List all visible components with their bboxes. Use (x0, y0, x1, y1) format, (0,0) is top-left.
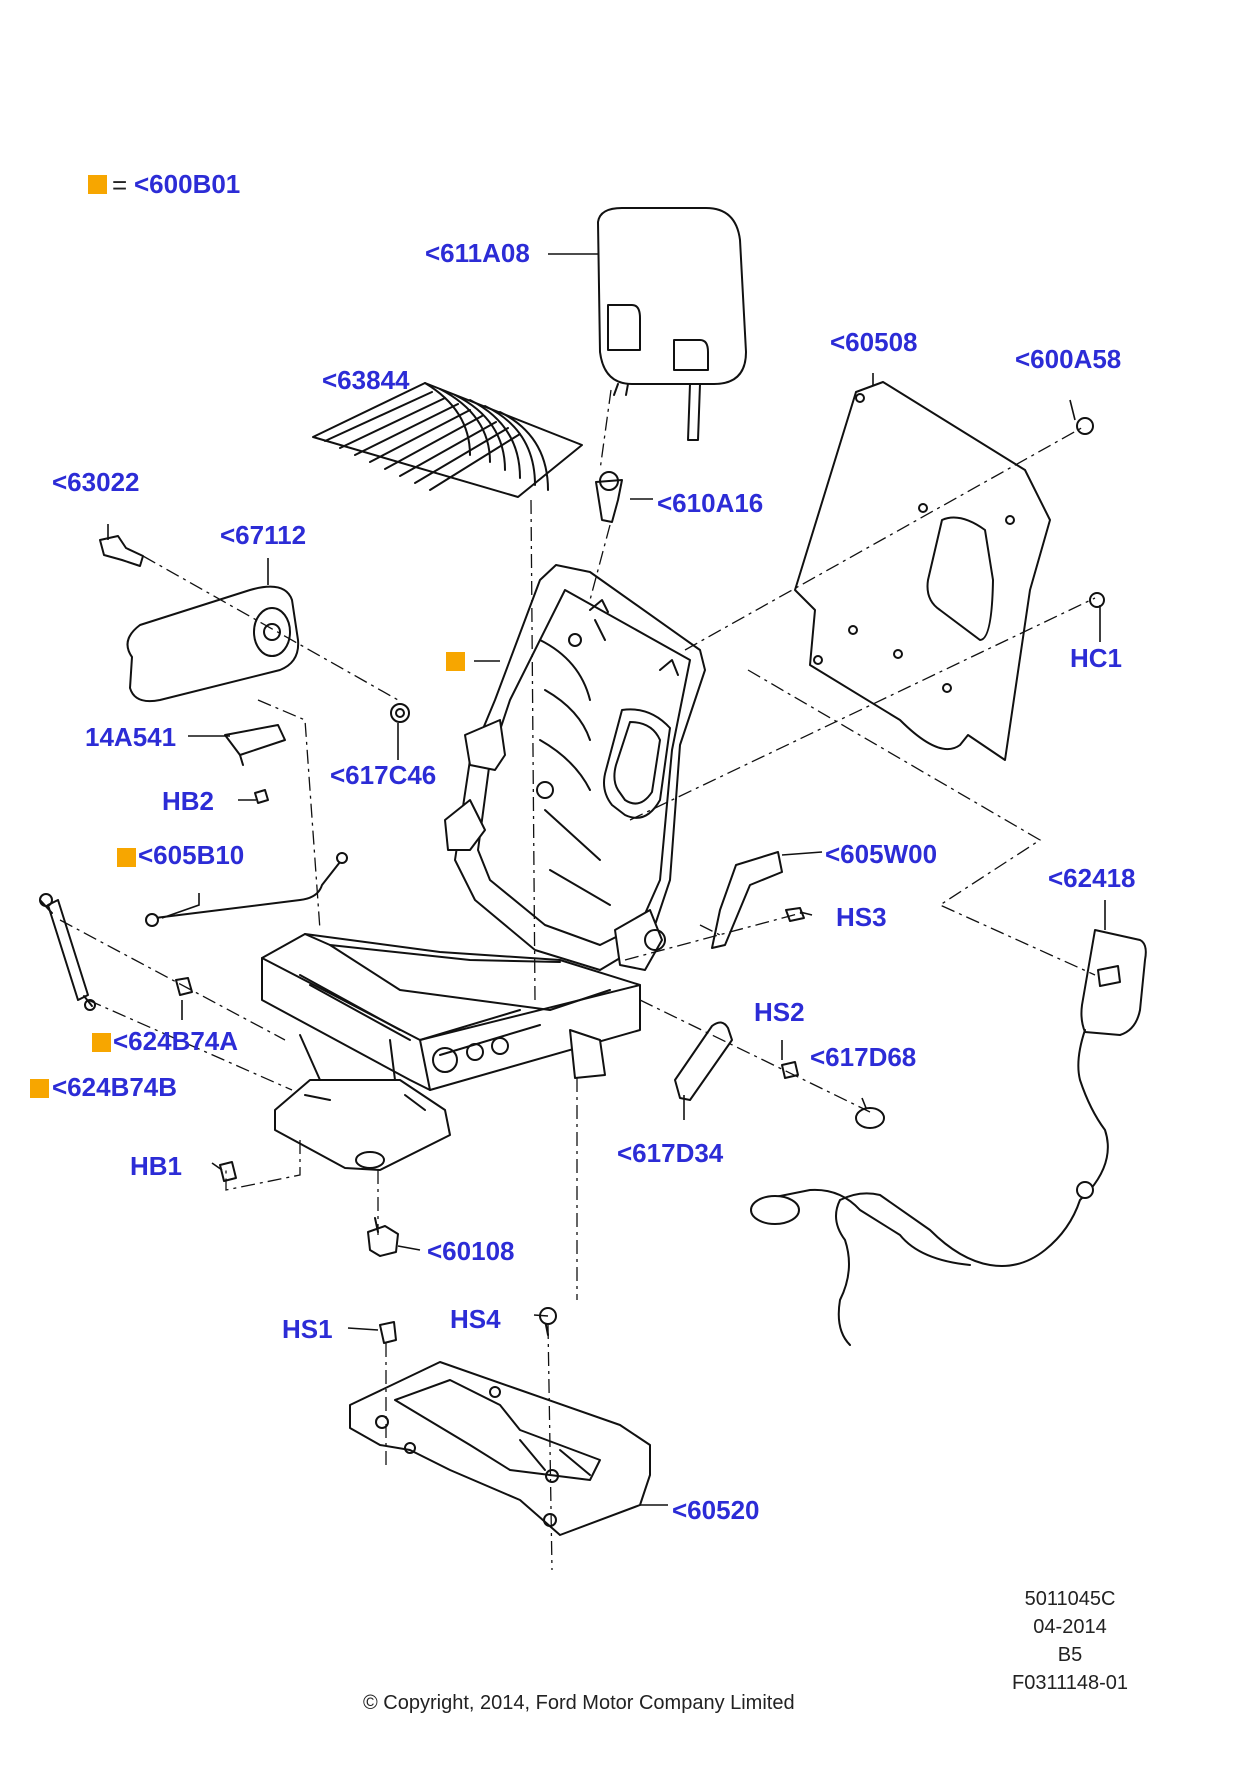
small-parts (175, 417, 1105, 1336)
callout-617d34[interactable]: <617D34 (617, 1138, 724, 1168)
copyright-text: © Copyright, 2014, Ford Motor Company Li… (363, 1692, 795, 1714)
figure-id: F0311148-01 (1011, 1672, 1128, 1694)
rod-part (145, 852, 348, 927)
drawing-meta: 5011045C 04-2014 B5 F0311148-01 (1000, 1585, 1140, 1697)
drawing-date: 04-2014 (1033, 1616, 1107, 1638)
callout-617c46[interactable]: <617C46 (330, 760, 437, 790)
callout-605w00[interactable]: <605W00 (825, 839, 938, 869)
callout-60520[interactable]: <60520 (672, 1495, 760, 1525)
gas-strut-part (39, 893, 96, 1011)
callout-hs3[interactable]: HS3 (836, 902, 887, 932)
seat-back-frame-part (454, 564, 706, 971)
callout-605b10[interactable]: <605B10 (138, 840, 245, 870)
seat-buckle-part (750, 929, 1147, 1346)
callout-63844[interactable]: <63844 (322, 365, 410, 395)
callout-hb1[interactable]: HB1 (130, 1151, 183, 1181)
callout-swatch-605b10 (117, 848, 136, 867)
headrest-part (597, 207, 747, 441)
callout-hs2[interactable]: HS2 (754, 997, 805, 1027)
callout-hc1[interactable]: HC1 (1070, 643, 1123, 673)
callout-swatch-624b74b (30, 1079, 49, 1098)
callout-swatch-624b74a (92, 1033, 111, 1052)
legend-part-600b01[interactable]: <600B01 (134, 169, 241, 199)
drawing-sheet: B5 (1057, 1644, 1083, 1666)
armrest-part (126, 585, 300, 703)
wire-mat-part (312, 382, 583, 498)
back-panel-part (794, 381, 1051, 761)
seat-cushion-frame-part (261, 933, 641, 1091)
callout-617d68[interactable]: <617D68 (810, 1042, 917, 1072)
mounting-plate-part (349, 1361, 651, 1536)
callout-611a08[interactable]: <611A08 (425, 238, 530, 268)
callout-62418[interactable]: <62418 (1048, 863, 1136, 893)
seat-base-part (274, 1034, 451, 1171)
callout-hb2[interactable]: HB2 (162, 786, 215, 816)
recliner-brackets-part (444, 719, 666, 1079)
drawing-number: 5011045C (1024, 1588, 1116, 1610)
bolt-63022-part (99, 535, 144, 567)
legend-swatch (88, 175, 107, 194)
callout-67112[interactable]: <67112 (220, 520, 307, 550)
callout-14a541[interactable]: 14A541 (85, 722, 177, 752)
bracket-14a541-part (224, 724, 286, 766)
callout-60108[interactable]: <60108 (427, 1236, 515, 1266)
callout-swatch-frame (446, 652, 465, 671)
callout-624b74a[interactable]: <624B74A (113, 1026, 239, 1056)
callout-600a58[interactable]: <600A58 (1015, 344, 1122, 374)
callout-60508[interactable]: <60508 (830, 327, 918, 357)
callout-63022[interactable]: <63022 (52, 467, 140, 497)
trim-cover-617d34-part (674, 1021, 733, 1101)
callout-hs1[interactable]: HS1 (282, 1314, 333, 1344)
callout-624b74b[interactable]: <624B74B (52, 1072, 178, 1102)
callout-hs4[interactable]: HS4 (450, 1304, 501, 1334)
legend-equals: = (112, 170, 128, 200)
callout-610a16[interactable]: <610A16 (657, 488, 764, 518)
belt-guide-part (711, 851, 783, 949)
